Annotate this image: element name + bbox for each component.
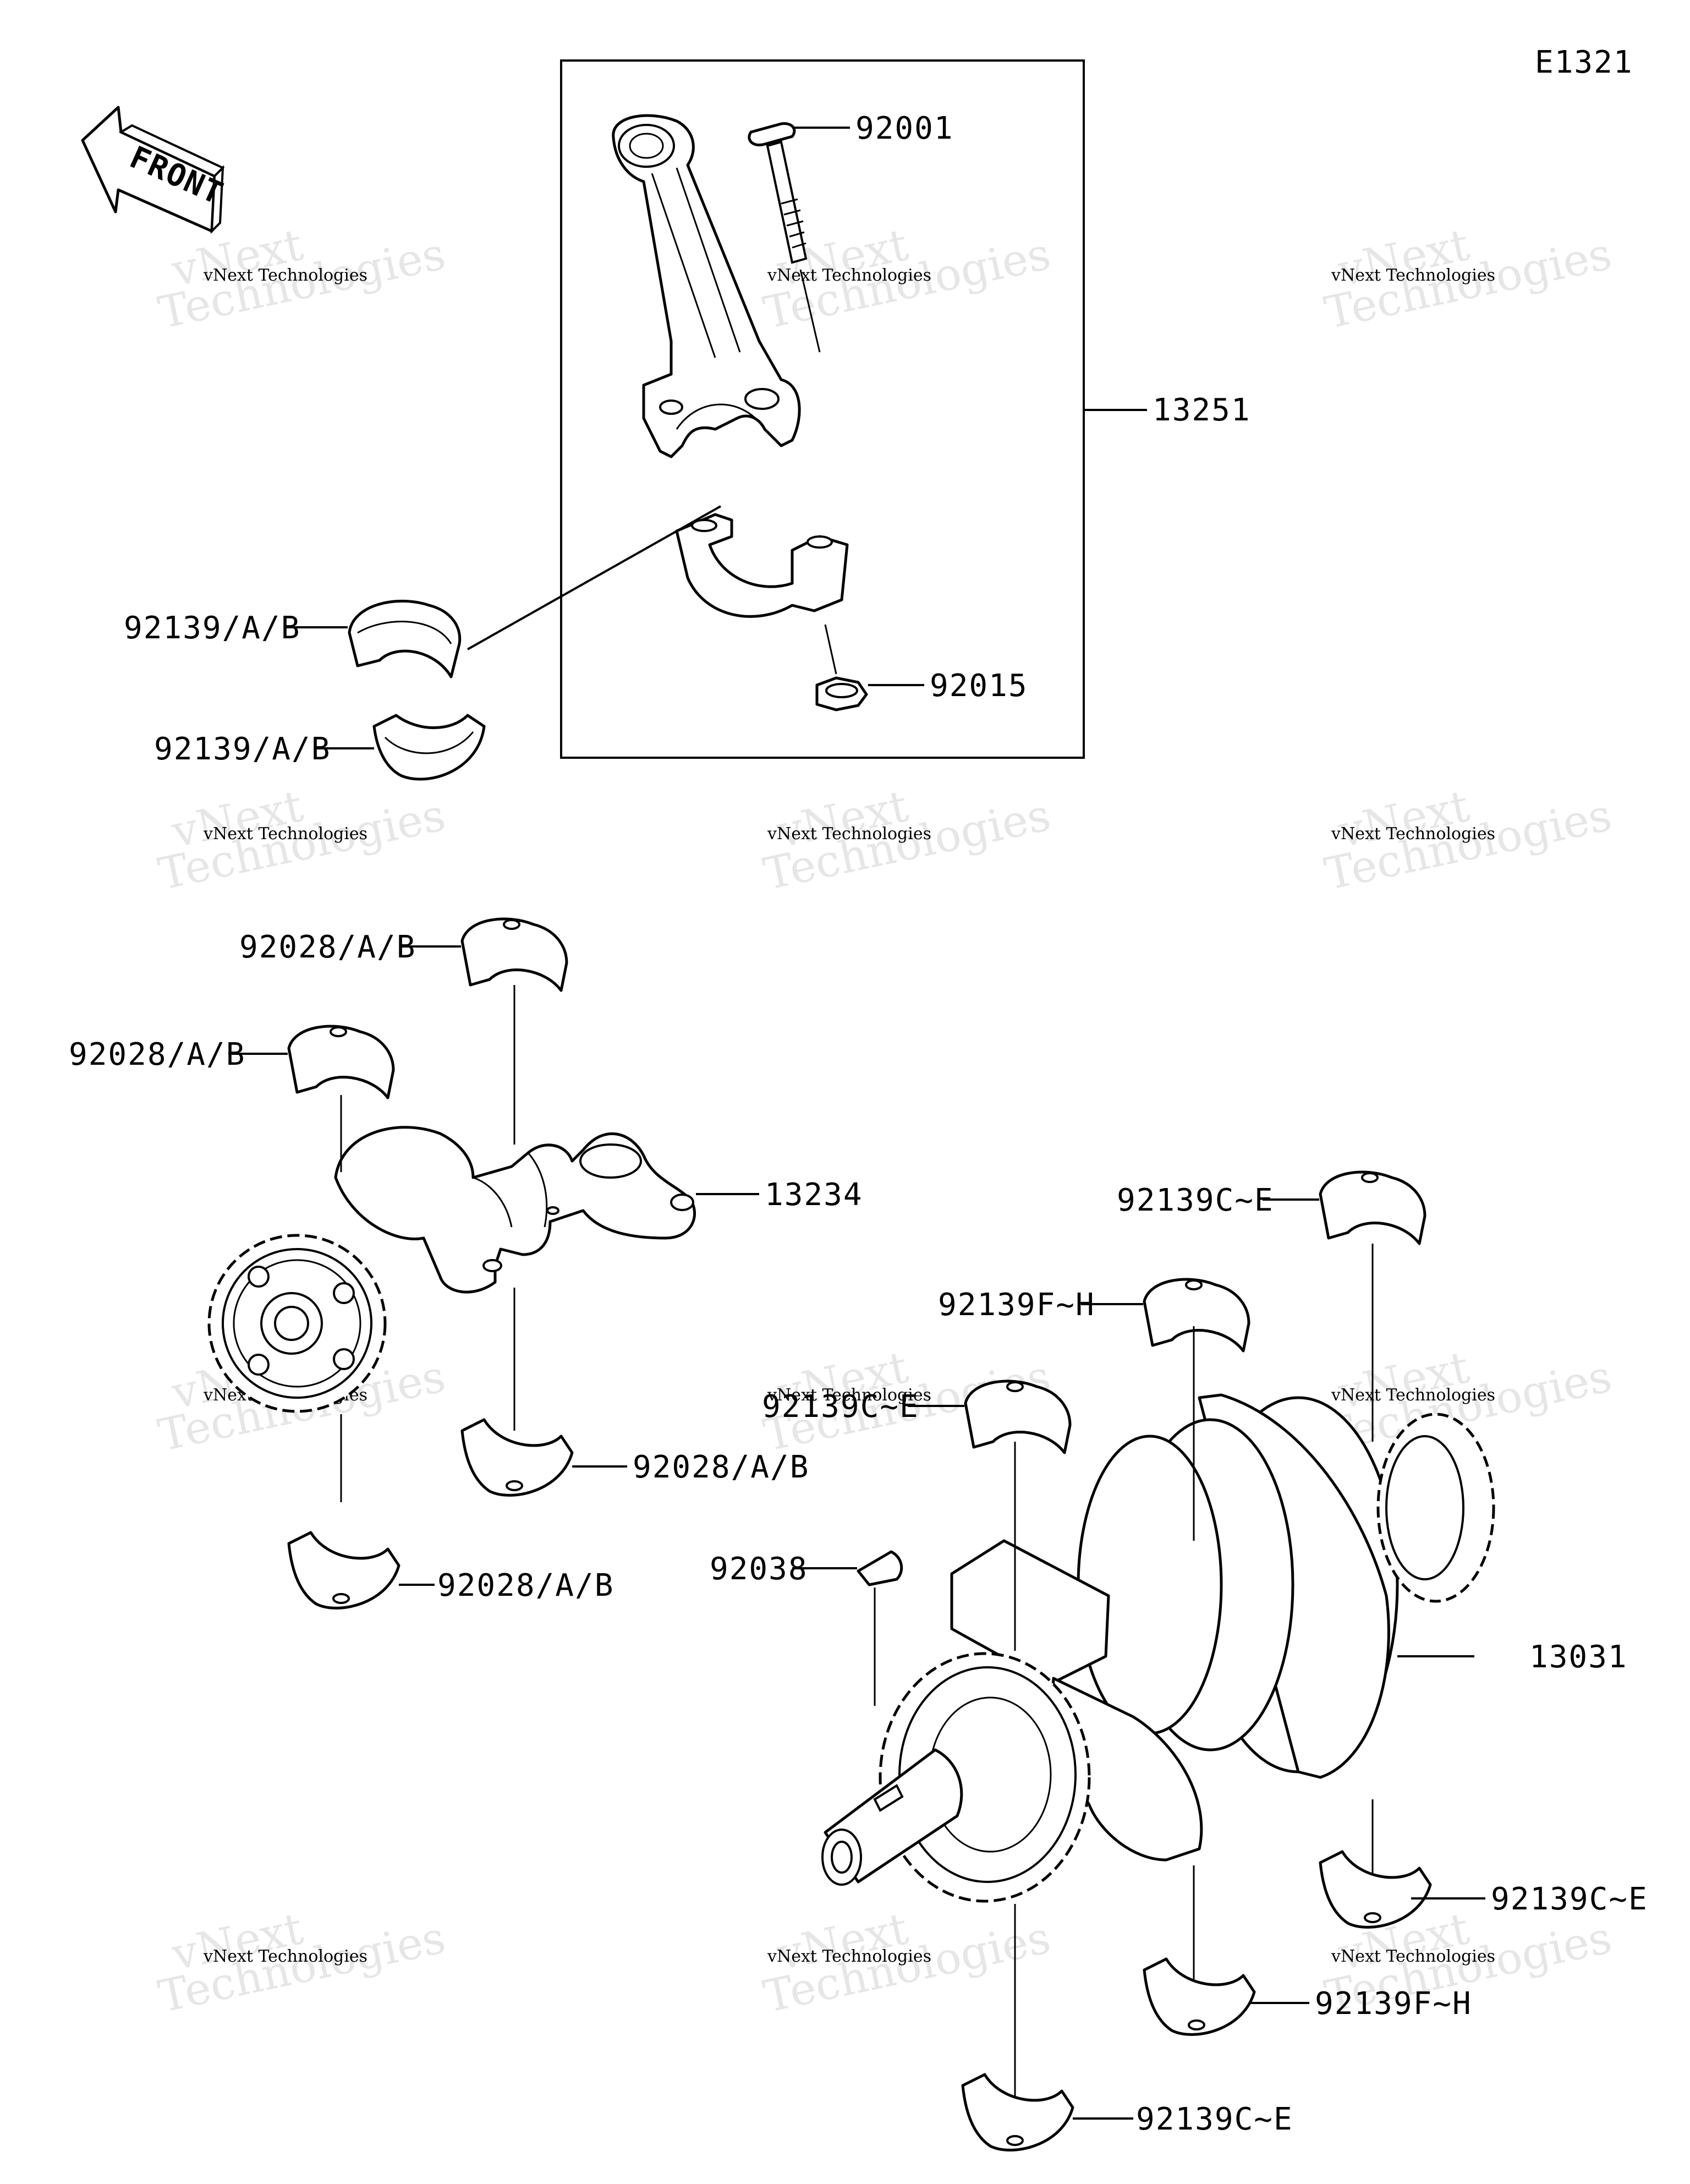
bearing-shell xyxy=(1319,1170,1426,1245)
watermark-small: vNext Technologies xyxy=(767,266,931,285)
bearing-shell xyxy=(964,1380,1072,1454)
label-13234: 13234 xyxy=(765,1177,863,1213)
conrod-bolt xyxy=(748,122,821,353)
label-92139ab-1: 92139/A/B xyxy=(124,610,300,646)
watermark-small: vNext Technologies xyxy=(1331,824,1495,844)
connecting-rod xyxy=(612,114,801,458)
label-92001: 92001 xyxy=(855,111,954,146)
bearing-shell xyxy=(460,1418,574,1497)
label-92139fh-1: 92139F~H xyxy=(938,1287,1095,1323)
watermark-small: vNext Technologies xyxy=(1331,1386,1495,1405)
bearing-shell xyxy=(372,714,486,781)
label-13251: 13251 xyxy=(1153,392,1251,428)
bearing-shell xyxy=(348,599,462,678)
watermarks: vNext Technologies vNext Technologies vN… xyxy=(154,219,1616,2023)
bearing-shell xyxy=(287,1531,400,1610)
conrod-cap xyxy=(675,513,849,618)
balancer-gear xyxy=(207,1234,387,1413)
label-92028ab-1: 92028/A/B xyxy=(239,929,416,965)
label-13031: 13031 xyxy=(1529,1639,1628,1675)
label-92139ce-3: 92139C~E xyxy=(1491,1881,1648,1917)
diagram-code: E1321 xyxy=(1535,45,1633,80)
bearing-shell xyxy=(1143,1957,1256,2036)
watermark-small: vNext Technologies xyxy=(203,1947,367,1966)
watermark-small: vNext Technologies xyxy=(767,824,931,844)
label-92038: 92038 xyxy=(710,1551,808,1587)
leader-cap-bearing xyxy=(467,505,721,650)
watermark-small: vNext Technologies xyxy=(767,1947,931,1966)
conrod-nut xyxy=(815,676,868,711)
watermark-small: vNext Technologies xyxy=(767,1386,931,1405)
crankshaft xyxy=(821,1393,1495,1903)
woodruff-key xyxy=(857,1550,903,1586)
label-92139ce-2: 92139C~E xyxy=(762,1389,919,1425)
bearing-shell xyxy=(961,2073,1074,2152)
label-92028ab-3: 92028/A/B xyxy=(633,1449,809,1485)
bearing-shell xyxy=(1143,1278,1250,1353)
watermark-small: vNext Technologies xyxy=(203,824,367,844)
bearing-shell xyxy=(1319,1850,1432,1929)
watermark-small: vNext Technologies xyxy=(1331,1947,1495,1966)
label-92139ce-1: 92139C~E xyxy=(1117,1183,1274,1218)
label-92028ab-4: 92028/A/B xyxy=(437,1568,614,1603)
label-92028ab-2: 92028/A/B xyxy=(69,1037,245,1072)
watermark-small: vNext Technologies xyxy=(1331,266,1495,285)
bearing-shell xyxy=(287,1025,395,1099)
bearing-shell xyxy=(460,917,568,992)
label-92139ce-4: 92139C~E xyxy=(1136,2101,1293,2137)
watermark: vNext Technologies xyxy=(1320,219,1616,339)
label-92015: 92015 xyxy=(930,668,1028,704)
balancer-shaft xyxy=(334,1126,696,1294)
label-92139ab-2: 92139/A/B xyxy=(154,731,331,767)
watermark-small: vNext Technologies xyxy=(203,266,367,285)
label-92139fh-2: 92139F~H xyxy=(1315,1986,1472,2022)
front-arrow-icon: FRONT xyxy=(81,106,229,234)
